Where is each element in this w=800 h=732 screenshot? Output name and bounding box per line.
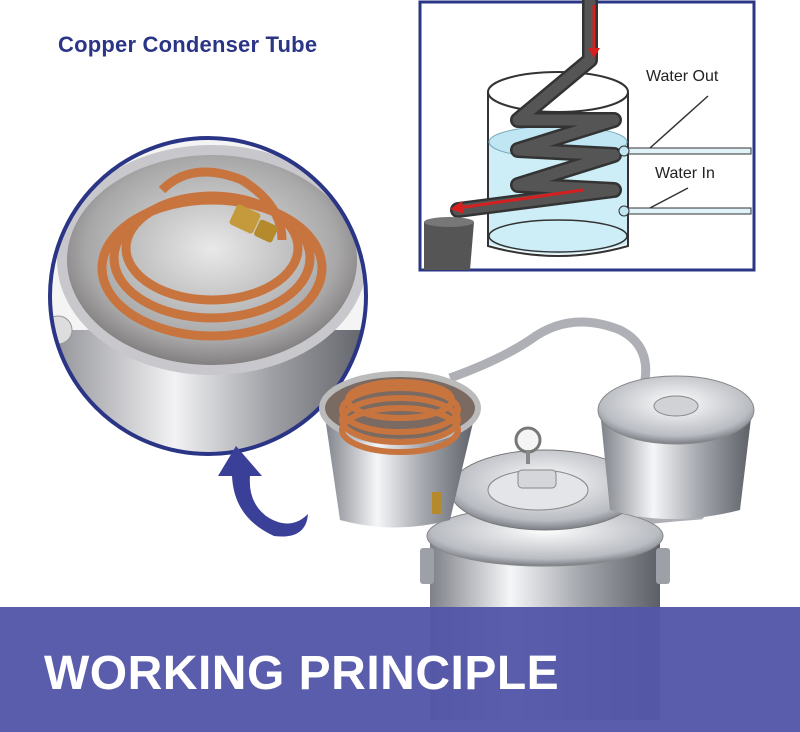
curved-arrow-icon	[218, 446, 308, 537]
water-in-label: Water In	[655, 165, 715, 182]
banner-title: WORKING PRINCIPLE	[44, 647, 560, 700]
condenser-bucket	[319, 371, 481, 528]
hose	[448, 317, 651, 383]
thumper-keg	[597, 375, 755, 519]
condenser-diagram	[418, 0, 756, 272]
copper-coil	[97, 167, 327, 341]
condenser-closeup-photo	[48, 136, 368, 456]
thermometer-icon	[514, 426, 542, 454]
page-title: Copper Condenser Tube	[58, 32, 318, 57]
coil-tube	[450, 0, 622, 218]
banner	[0, 607, 800, 732]
water-pipes	[618, 95, 752, 217]
brass-fitting	[229, 204, 278, 243]
collector-cup	[424, 217, 474, 270]
water-out-label: Water Out	[646, 68, 719, 85]
